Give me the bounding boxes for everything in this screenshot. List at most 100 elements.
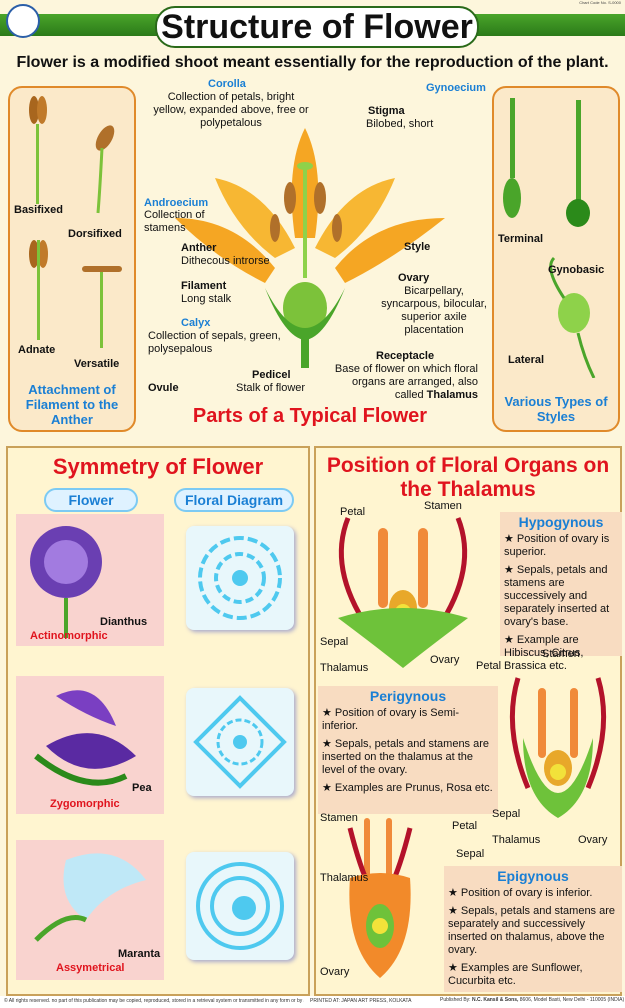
style-heading: Style [404,241,431,253]
epi-thalamus-label: Thalamus [320,872,369,884]
maranta-label: Maranta [118,948,161,960]
corolla-heading: Corolla [208,78,246,90]
stigma-text: Bilobed, short [366,118,434,130]
printer-text: PRINTED AT: JAPAN ART PRESS, KOLKATA [310,998,412,1004]
calyx-text: Collection of sepals, green, polysepalou… [148,330,281,355]
hypo-point-2: Sepals, petals and stamens are successiv… [504,564,610,628]
gynoecium-heading: Gynoecium [426,82,486,94]
epi-petal-label: Petal [452,820,478,832]
style-illustrations [503,98,596,378]
receptacle-bold: Thalamus [426,389,478,401]
hypo-ovary-label: Ovary [430,654,460,666]
receptacle-text: Base of flower on which floral organs ar… [334,363,478,401]
dorsifixed-anther [95,125,115,214]
attachment-panel: Basifixed Dorsifixed Adnate Versatile At… [8,86,136,432]
adnate-label: Adnate [18,344,56,356]
epigynous-illustration [347,818,413,978]
ovary-text: Bicarpellary, syncarpous, bilocular, sup… [381,285,487,336]
versatile-label: Versatile [74,358,120,370]
pedicel-text: Stalk of flower [236,382,306,394]
hypo-point-3: Example are Hibiscus, Citrus, Brassica e… [504,634,584,672]
pedicel-heading: Pedicel [252,369,291,381]
peri-ovary-label: Ovary [578,834,608,846]
symmetry-title: Symmetry of Flower [52,454,264,479]
peri-point-3: Examples are Prunus, Rosa etc. [334,782,493,794]
ovule-label: Ovule [148,382,179,394]
copyright-text: © All rights reserved. no part of this p… [4,998,304,1004]
epi-ovary-label: Ovary [320,966,350,978]
styles-caption: Various Types of Styles [504,394,608,424]
hypo-point-1: Position of ovary is superior. [504,533,610,558]
gynobasic-style [566,100,590,227]
maranta-box: Maranta Assymetrical [16,840,164,980]
terminal-style [503,98,521,218]
anther-illustrations [29,96,122,348]
page-title: Structure of Flower [155,6,479,48]
dorsifixed-label: Dorsifixed [68,228,122,240]
hypogynous-box: Hypogynous ★ Position of ovary is superi… [500,512,622,672]
lateral-style [549,256,596,378]
assymetrical-label: Assymetrical [56,962,125,974]
publisher-logo [6,4,40,38]
flower-col-heading: Flower [44,488,138,512]
adnate-anther [29,240,48,340]
footer: © All rights reserved. no part of this p… [0,996,625,1008]
perigynous-title: Perigynous [369,688,447,704]
dianthus-box: Dianthus Actinomorphic [16,514,164,646]
anther-text: Dithecous introrse [181,255,270,267]
filament-text: Long stalk [181,293,232,305]
peri-sepal-label: Sepal [492,808,521,820]
epigynous-title: Epigynous [497,868,569,884]
floral-diagram-col-heading: Floral Diagram [174,488,294,512]
hypo-stamen-label: Stamen [424,500,462,512]
filament-heading: Filament [181,280,227,292]
epi-stamen-label: Stamen [320,812,358,824]
typical-flower-illustration [175,128,445,368]
attachment-caption: Attachment of Filament to the Anther [25,382,119,427]
maranta-illustration [34,853,146,942]
epi-point-2: Sepals, petals and stamens are separatel… [448,905,616,956]
hypo-thalamus-label: Thalamus [320,662,369,674]
lateral-label: Lateral [508,354,545,366]
epi-sepal-label: Sepal [456,848,485,860]
receptacle-heading: Receptacle [376,350,435,362]
androecium-heading: Androecium [144,197,209,209]
versatile-anther [82,266,122,348]
dianthus-illustration [30,526,102,638]
calyx-heading: Calyx [181,317,211,329]
publisher-address: 8606, Model Basti, New Delhi - 110005 (I… [519,997,625,1003]
pea-illustration [34,690,136,786]
androecium-text: Collection of stamens [144,209,205,234]
basifixed-anther [29,96,47,204]
pea-floral-diagram [186,688,294,796]
hypogynous-title: Hypogynous [518,514,604,530]
peri-stamen-label: Stamen [542,648,580,660]
basifixed-label: Basifixed [14,204,63,216]
actinomorphic-label: Actinomorphic [30,630,108,642]
position-title: Position of Floral Organs on the Thalamu… [326,454,610,501]
maranta-floral-diagram [186,852,294,960]
publisher-name: N.C. Kansil & Sons, [471,997,519,1003]
zygomorphic-label: Zygomorphic [50,798,120,810]
perigynous-box: Perigynous ★ Position of ovary is Semi-i… [318,686,498,814]
peri-petal-label: Petal [476,660,502,672]
corolla-text: Collection of petals, bright yellow, exp… [153,91,309,129]
pea-label: Pea [132,782,152,794]
peri-thalamus-label: Thalamus [492,834,541,846]
peri-point-2: Sepals, petals and stamens are inserted … [322,738,490,776]
hypo-sepal-label: Sepal [320,636,349,648]
typical-flower-caption: Parts of a Typical Flower [192,405,428,427]
styles-panel: Terminal Gynobasic Lateral Various Types… [492,86,620,432]
peri-point-1: Position of ovary is Semi-inferior. [322,707,460,732]
epi-point-1: Position of ovary is inferior. [460,887,593,899]
pea-box: Pea Zygomorphic [16,676,164,814]
terminal-label: Terminal [498,233,544,245]
hypo-petal-label: Petal [340,506,366,518]
chart-code: Chart Code No. S-0000 [579,0,621,5]
perigynous-illustration [509,677,607,818]
publisher-pre: Published By: [440,997,471,1003]
dianthus-floral-diagram [186,526,294,630]
epi-point-3: Examples are Sunflower, Cucurbita etc. [448,962,583,987]
gynobasic-label: Gynobasic [548,264,605,276]
stigma-heading: Stigma [368,105,405,117]
